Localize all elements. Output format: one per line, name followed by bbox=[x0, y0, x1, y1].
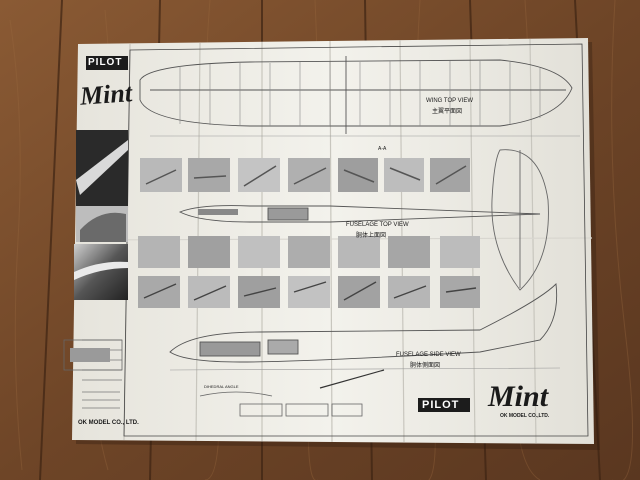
product-logo-top: Mint bbox=[79, 78, 133, 111]
pilot-logo-badge-bottom bbox=[418, 398, 470, 412]
wing-top-view bbox=[139, 56, 580, 137]
bottom-parts bbox=[199, 369, 385, 417]
product-logo-bottom: Mint bbox=[488, 380, 549, 413]
fuselage-top-view-label-jp: 胴体上面図 bbox=[356, 233, 387, 239]
maker-name-left: OK MODEL CO., LTD. bbox=[78, 420, 139, 426]
pilot-logo-badge-top bbox=[86, 56, 128, 70]
wing-top-view-label: WING TOP VIEW bbox=[426, 98, 474, 104]
instruction-photos-row-1 bbox=[140, 158, 470, 192]
fuselage-top-view-label: FUSELAGE TOP VIEW bbox=[346, 222, 409, 228]
stabilizer-top-view bbox=[491, 149, 549, 291]
fuselage-side-view bbox=[169, 283, 561, 371]
glider-photo-wing bbox=[76, 140, 128, 195]
instruction-photos-row-3 bbox=[138, 276, 480, 308]
fuselage-side-view-label-jp: 胴体側面図 bbox=[410, 363, 441, 369]
fuselage-side-view-label: FUSELAGE SIDE VIEW bbox=[396, 352, 461, 358]
drawing-frame bbox=[123, 43, 589, 437]
brand-logo-bottom: PILOT bbox=[422, 399, 460, 411]
left-panel bbox=[63, 130, 128, 409]
instruction-photos-row-2 bbox=[138, 236, 480, 268]
wing-outline bbox=[139, 59, 573, 127]
fuselage-top-view bbox=[178, 205, 541, 223]
maker-name-right: OK MODEL CO.,LTD. bbox=[500, 413, 550, 419]
kit-box-inner bbox=[70, 348, 110, 362]
photo-canopy-shape bbox=[80, 212, 126, 242]
photo-glider-body bbox=[74, 261, 128, 280]
section-label: A-A bbox=[378, 146, 387, 152]
kit-box-thumbnail bbox=[63, 339, 123, 371]
brand-logo-top: PILOT bbox=[88, 57, 123, 68]
dihedral-label: DIHEDRAL ANGLE bbox=[204, 384, 239, 389]
wing-top-view-label-jp: 主翼平面図 bbox=[432, 109, 463, 115]
